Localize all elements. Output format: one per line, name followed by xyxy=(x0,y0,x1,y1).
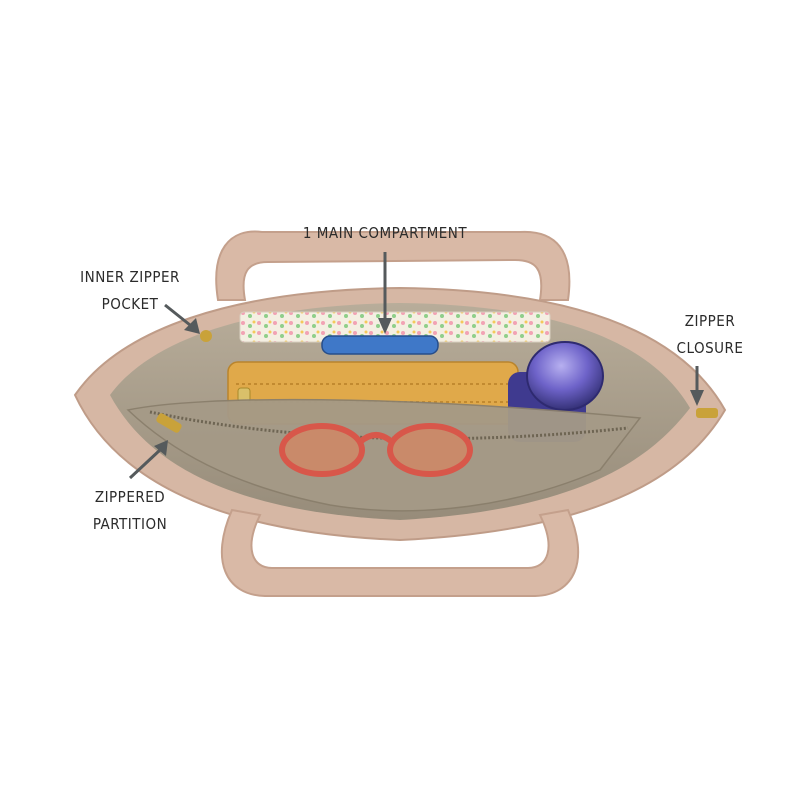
label-zipper-closure-line2: CLOSURE xyxy=(676,339,744,357)
partition-zipper-pull xyxy=(156,413,182,433)
smartphone xyxy=(321,335,439,355)
label-zipper-closure: ZIPPER CLOSURE xyxy=(650,308,770,362)
label-zippered-partition-line1: ZIPPERED xyxy=(94,488,166,506)
label-inner-zipper-pocket-line2: POCKET xyxy=(101,295,159,313)
arrow-main-compartment xyxy=(378,252,392,334)
label-zippered-partition-line2: PARTITION xyxy=(92,515,168,533)
sunglasses xyxy=(279,423,473,477)
label-inner-zipper-pocket: INNER ZIPPER POCKET xyxy=(60,264,200,318)
inner-pocket-zipper-pull xyxy=(200,330,212,342)
label-main-compartment: 1 MAIN COMPARTMENT xyxy=(250,220,520,247)
partition-zipper-line xyxy=(149,410,629,441)
arrow-partition xyxy=(128,440,168,480)
closure-zipper-pull xyxy=(696,408,718,418)
arrow-inner-pocket xyxy=(164,303,200,334)
label-inner-zipper-pocket-line1: INNER ZIPPER xyxy=(80,268,180,286)
label-main-compartment-text: 1 MAIN COMPARTMENT xyxy=(302,224,468,242)
label-zippered-partition: ZIPPERED PARTITION xyxy=(60,484,200,538)
arrow-zipper-closure xyxy=(690,366,704,406)
zippered-partition xyxy=(126,398,642,512)
label-zipper-closure-line1: ZIPPER xyxy=(684,312,736,330)
front-handle xyxy=(220,508,580,597)
back-handle xyxy=(215,230,571,301)
